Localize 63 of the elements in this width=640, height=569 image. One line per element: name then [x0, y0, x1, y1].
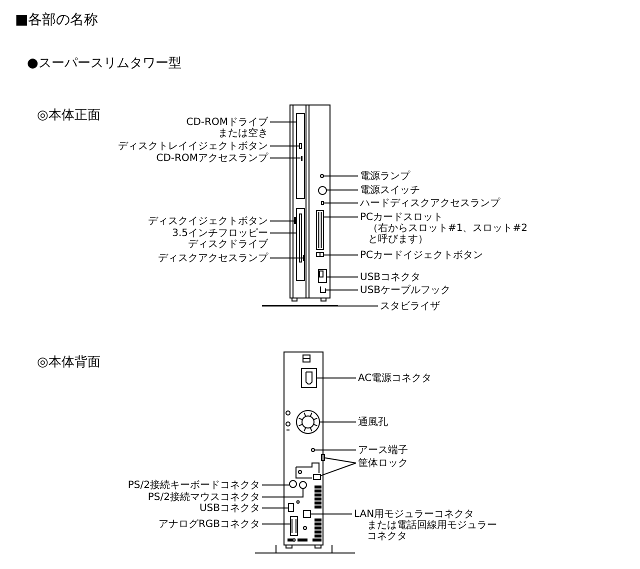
- part-label: PCカードスロット: [360, 212, 444, 222]
- usb-port: [288, 503, 294, 512]
- part-label: USBコネクタ: [358, 272, 423, 282]
- power-switch: [318, 186, 326, 194]
- leader-line: [323, 202, 358, 204]
- lan-port: [303, 510, 311, 518]
- part-label: CD-ROMドライブまたは空き: [184, 116, 270, 138]
- card-slot: [316, 210, 324, 250]
- indicator-lamp: [320, 201, 324, 205]
- part-label: ディスクアクセスランプ: [156, 252, 270, 264]
- part-label: スタビライザ: [378, 300, 442, 312]
- leader-line: [324, 254, 358, 256]
- part-label: ディスクイジェクトボタン: [146, 216, 270, 226]
- part-label: アナログRGBコネクタ: [156, 518, 262, 530]
- indicator-lamp: [320, 174, 324, 178]
- part-label: 電源スイッチ: [358, 184, 422, 196]
- usb-port: [318, 269, 327, 283]
- part-label: PS/2接続キーボードコネクタ: [126, 480, 262, 490]
- part-label: 筐体ロック: [356, 458, 410, 468]
- leader-line: [324, 457, 356, 464]
- part-label: AC電源コネクタ: [356, 372, 434, 384]
- drive-bay: [296, 113, 305, 199]
- fan-vent: [296, 410, 320, 434]
- lock-latch: [313, 474, 321, 480]
- indicator-lamp: [300, 156, 302, 160]
- tower-back-drawing: [253, 350, 357, 556]
- eject-button: [294, 217, 297, 224]
- tower-front-drawing: [289, 104, 331, 302]
- indicator-lamp: [303, 255, 304, 261]
- cable-hook: [320, 286, 326, 293]
- part-label: ハードディスクアクセスランプ: [358, 198, 502, 208]
- part-label: アース端子: [356, 444, 410, 456]
- leader-line: [262, 484, 290, 486]
- part-label: CD-ROMアクセスランプ: [154, 152, 270, 164]
- ground-terminal: [311, 448, 315, 452]
- part-label: PS/2接続マウスコネクタ: [146, 492, 262, 502]
- lock-tab: [321, 454, 325, 461]
- leader-line: [262, 488, 304, 498]
- subheading: ●スーパースリムタワー型: [27, 54, 182, 72]
- ps2-port: [289, 480, 297, 488]
- part-label: USBコネクタ: [197, 502, 262, 514]
- view-heading: ◎本体正面: [37, 106, 100, 124]
- leader-line: [324, 216, 358, 218]
- eject-button: [316, 252, 324, 257]
- part-label: 通風孔: [356, 416, 390, 428]
- part-label: 3.5インチフロッピーディスクドライブ: [170, 228, 270, 250]
- leader-line: [270, 220, 294, 222]
- drive-bay: [296, 208, 305, 281]
- eject-button: [299, 143, 302, 149]
- part-label: 電源ランプ: [358, 170, 412, 182]
- part-label: USBケーブルフック: [358, 284, 453, 296]
- section-heading: ■各部の名称: [15, 12, 98, 28]
- leader-line: [320, 462, 356, 476]
- part-label: PCカードイジェクトボタン: [358, 250, 486, 260]
- leader-line: [326, 276, 358, 278]
- part-label: LAN用モジュラーコネクタまたは電話回線用モジュラーコネクタ: [352, 508, 499, 542]
- ps2-port: [299, 481, 307, 489]
- view-heading: ◎本体背面: [37, 354, 100, 371]
- label-note: （右からスロット#1、スロット#2と呼びます）: [367, 222, 528, 244]
- vga-port: [290, 516, 298, 536]
- leader-line: [270, 232, 296, 234]
- power-socket: [301, 368, 317, 388]
- part-label: ディスクトレイイジェクトボタン: [116, 140, 270, 152]
